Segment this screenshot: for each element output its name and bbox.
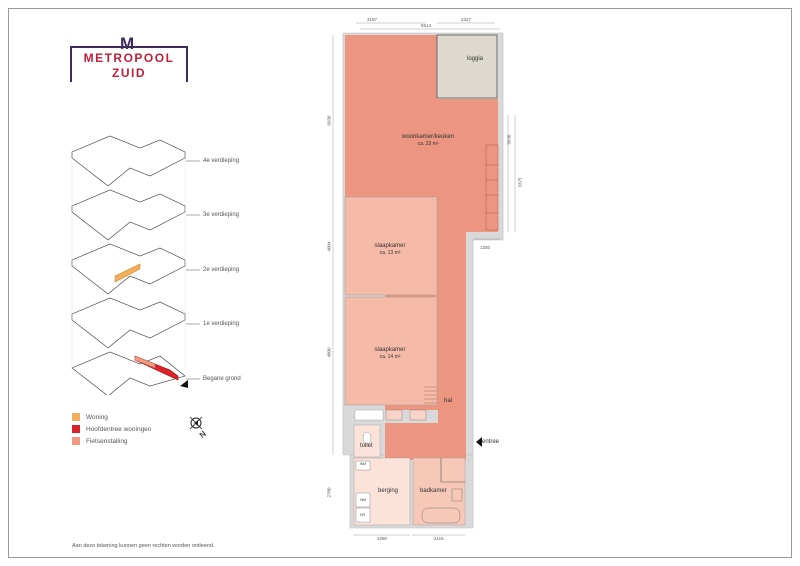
label-badkamer: badkamer [420, 488, 447, 494]
label-entree: entree [482, 439, 500, 445]
dim-top-total: 5514 [421, 23, 432, 28]
dim-right-1: 5636 [506, 134, 512, 145]
floor-4 [71, 135, 186, 187]
entrance-arrow-icon [180, 380, 188, 388]
dim-right-2: 3375 [517, 177, 523, 188]
room-bedroom-2 [344, 296, 438, 406]
floor-1 [71, 297, 186, 349]
dim-left-2: 4004 [326, 241, 332, 252]
room-badkamer [412, 457, 466, 526]
dim-bottom-2: 2115 [434, 536, 444, 541]
level-label-2: 2e verdieping [203, 267, 240, 273]
dim-step: 1250 [480, 245, 491, 250]
legend: Woning Hoofdentree woningen Fietsenstall… [72, 413, 151, 445]
logo-line2: ZUID [112, 66, 146, 80]
ground-floor [71, 351, 186, 395]
dim-top-left: 3187 [367, 17, 378, 22]
level-label-ground: Begane grond [203, 376, 241, 382]
label-wm2: WM [360, 498, 367, 502]
building-isometric [71, 135, 200, 395]
dim-top-right: 2327 [461, 17, 472, 22]
compass-icon [189, 416, 203, 430]
level-label-1: 1e verdieping [203, 321, 240, 327]
dim-bottom-1: 2290 [377, 536, 388, 541]
legend-item-fietsenstalling: Fietsenstalling [72, 437, 151, 445]
disclaimer: Aan deze tekening kunnen geen rechten wo… [72, 543, 215, 549]
dim-left-4: 2780 [326, 487, 332, 498]
label-hal: hal [444, 398, 453, 404]
dim-left-1: 6036 [326, 115, 332, 126]
label-wm: WM [360, 462, 367, 466]
label-berging: berging [378, 488, 399, 494]
page-frame [8, 8, 792, 558]
dim-left-3: 4800 [326, 347, 332, 358]
floor-plan [332, 22, 516, 536]
label-toilet: toilet [360, 443, 373, 449]
logo: M METROPOOL ZUID [70, 34, 188, 84]
room-bedroom-1 [344, 196, 438, 296]
logo-letter: M [120, 34, 135, 53]
label-loggia: loggia [466, 56, 483, 62]
legend-item-hoofdentree: Hoofdentree woningen [72, 425, 151, 433]
room-loggia [436, 34, 498, 99]
floor-2 [71, 243, 186, 295]
floor-3 [71, 189, 186, 241]
logo-line1: METROPOOL [83, 51, 175, 65]
label-dr: DR [360, 513, 366, 517]
level-label-3: 3e verdieping [203, 212, 240, 218]
legend-item-woning: Woning [72, 413, 151, 421]
level-label-4: 4e verdieping [203, 158, 240, 164]
entree-arrow-icon [476, 437, 482, 447]
